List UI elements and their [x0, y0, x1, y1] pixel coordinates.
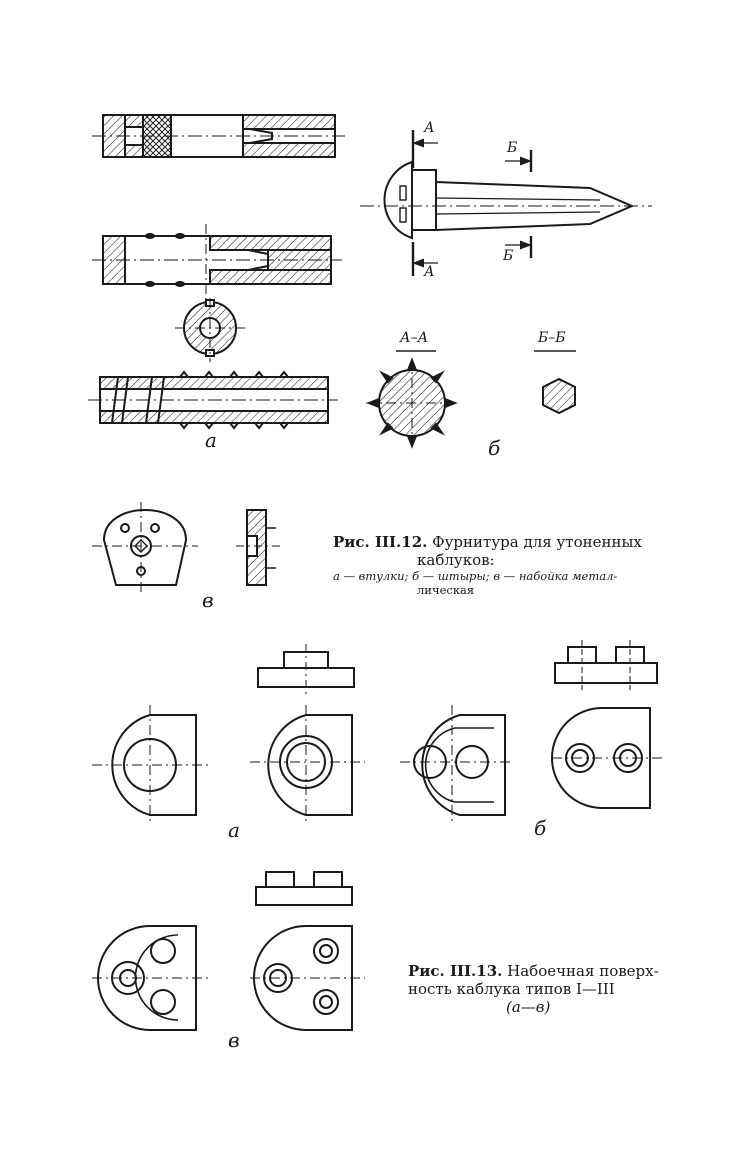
heel-type-1b — [250, 644, 365, 825]
caption-2-title-line1: Набоечная поверх- — [507, 962, 659, 980]
figure-label-b2: б — [534, 816, 546, 840]
cut-marker-b-bottom: Б — [503, 248, 513, 264]
caption-1-legend-line2: лическая — [333, 583, 673, 597]
caption-fig-III-13: Рис. III.13. Набоечная поверх- ность каб… — [408, 962, 668, 1016]
section-aa — [366, 351, 458, 448]
figure-label-b: б — [488, 436, 500, 460]
caption-1-legend-line1: а — втулки; б — штыры; в — набойка метал… — [333, 569, 673, 583]
caption-1-number: Рис. III.12. — [333, 533, 427, 551]
heel-type-3a — [92, 926, 210, 1030]
heel-type-2a — [400, 705, 510, 825]
cut-marker-a-top: А — [424, 120, 435, 136]
caption-2-number: Рис. III.13. — [408, 962, 502, 980]
heel-type-3b — [250, 872, 365, 1030]
section-bb — [534, 351, 576, 413]
heel-type-1 — [92, 705, 210, 825]
section-label-aa: А–А — [400, 330, 428, 346]
bushing-1 — [92, 115, 345, 157]
cut-marker-b-top: Б — [507, 140, 517, 156]
bushing-3 — [88, 372, 338, 428]
metal-heel-tip — [92, 502, 282, 592]
caption-1-title-line2: каблуков: — [333, 551, 673, 569]
figure-label-a: а — [205, 428, 217, 452]
figure-label-a2: а — [228, 818, 240, 842]
caption-1-title-line1: Фурнитура для утоненных — [432, 533, 642, 551]
heel-type-2b — [552, 640, 662, 808]
caption-2-title-line2: ность каблука типов I—III — [408, 980, 668, 998]
cut-marker-a-bottom: А — [424, 264, 435, 280]
figure-label-v: в — [202, 588, 214, 612]
bushing-section — [175, 298, 245, 362]
bushing-2 — [92, 224, 342, 300]
section-label-bb: Б–Б — [538, 330, 566, 346]
caption-2-title-line3: (а—в) — [408, 998, 668, 1016]
caption-fig-III-12: Рис. III.12. Фурнитура для утоненных каб… — [333, 533, 673, 597]
figure-label-v2: в — [228, 1028, 240, 1052]
